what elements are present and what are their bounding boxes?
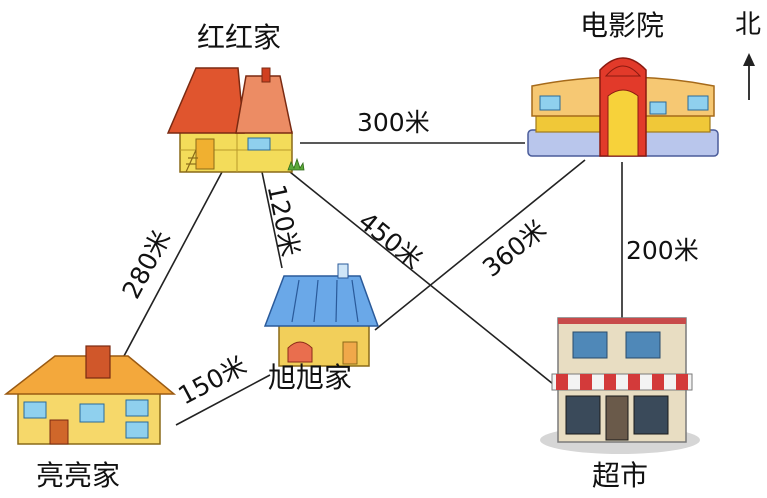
liangliang-house-icon (3, 345, 177, 445)
place-label-supermarket: 超市 (592, 459, 649, 492)
place-label-liangliang: 亮亮家 (36, 459, 121, 492)
place-label-cinema: 电影院 (580, 9, 665, 42)
road-honghong-xuxu (261, 171, 283, 269)
north-arrow-icon (743, 53, 755, 100)
road-liangliang-xuxu (175, 374, 271, 426)
road-honghong-supermarket (289, 171, 559, 389)
supermarket-building-icon (540, 317, 700, 454)
place-label-honghong: 红红家 (197, 21, 282, 54)
north-label: 北 (735, 10, 762, 40)
place-label-xuxu: 旭旭家 (268, 361, 353, 394)
road-honghong-liangliang (123, 171, 223, 357)
honghong-house-icon (166, 67, 305, 173)
road-xuxu-cinema (374, 159, 586, 331)
xuxu-house-icon (263, 263, 380, 367)
distance-honghong-cinema: 300米 (357, 108, 430, 137)
distance-cinema-supermarket: 200米 (626, 236, 699, 265)
cinema-building-icon (527, 57, 719, 157)
